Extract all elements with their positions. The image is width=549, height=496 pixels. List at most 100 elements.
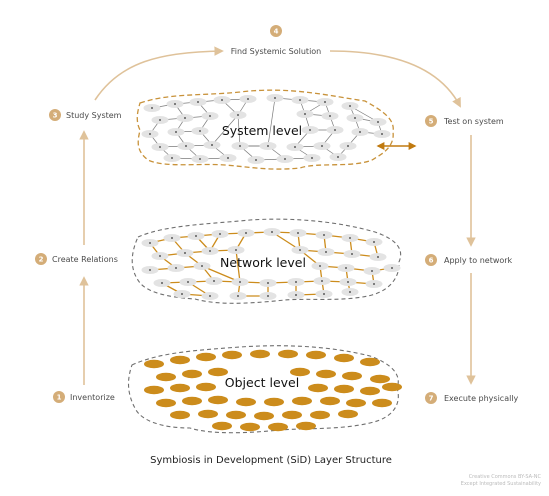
- object-node: [170, 410, 190, 420]
- system-level-label: System level: [222, 123, 302, 138]
- system-node-dot: [247, 98, 249, 100]
- network-node-dot: [195, 235, 197, 237]
- network-level-layer: Network level: [131, 218, 402, 304]
- system-node-dot: [197, 101, 199, 103]
- system-node-dot: [237, 114, 239, 116]
- system-nodes: [141, 94, 391, 164]
- step-number-6: 6: [429, 257, 434, 265]
- step-1: 1 Inventorize: [53, 391, 115, 403]
- step-number-3: 3: [53, 112, 58, 120]
- network-node-dot: [299, 249, 301, 251]
- step-badge-5: [425, 115, 437, 127]
- system-node-dot: [239, 145, 241, 147]
- object-node: [182, 369, 202, 379]
- network-node-dot: [319, 265, 321, 267]
- object-node: [144, 359, 164, 369]
- system-node-dot: [151, 107, 153, 109]
- step-7: 7 Execute physically: [425, 392, 519, 404]
- system-edge: [237, 114, 241, 147]
- system-node-dot: [221, 99, 223, 101]
- object-node: [342, 371, 362, 381]
- network-nodes: [141, 228, 401, 300]
- step-2: 2 Create Relations: [35, 253, 118, 265]
- network-node-dot: [149, 242, 151, 244]
- object-node: [360, 357, 380, 367]
- object-level-outline: [127, 345, 399, 434]
- object-node: [170, 355, 190, 365]
- network-node-dot: [377, 256, 379, 258]
- step-badge-3: [49, 109, 61, 121]
- object-node: [222, 350, 242, 360]
- system-node-dot: [294, 146, 296, 148]
- step-6: 6 Apply to network: [425, 254, 513, 266]
- object-node: [310, 410, 330, 420]
- network-node-dot: [373, 241, 375, 243]
- system-edge: [211, 114, 239, 146]
- step-badge-2: [35, 253, 47, 265]
- network-node-dot: [323, 234, 325, 236]
- step-label-inventorize: Inventorize: [70, 393, 115, 402]
- network-node-dot: [213, 280, 215, 282]
- network-node-dot: [171, 237, 173, 239]
- network-level-outline: [131, 218, 402, 304]
- network-node-dot: [187, 281, 189, 283]
- network-node-dot: [391, 267, 393, 269]
- system-node-dot: [321, 145, 323, 147]
- system-node-dot: [175, 131, 177, 133]
- system-node-dot: [329, 115, 331, 117]
- system-node-dot: [299, 99, 301, 101]
- object-node: [372, 398, 392, 408]
- network-node-dot: [371, 270, 373, 272]
- system-node-dot: [199, 130, 201, 132]
- flow-arrows: [79, 46, 476, 385]
- system-node-dot: [304, 113, 306, 115]
- network-node-dot: [267, 282, 269, 284]
- object-node: [334, 384, 354, 394]
- step-4: 4 Find Systemic Solution: [231, 25, 321, 56]
- object-node: [250, 349, 270, 359]
- step-label-study-system: Study System: [66, 111, 122, 120]
- network-node-dot: [219, 233, 221, 235]
- object-node: [182, 396, 202, 406]
- arrow-find-to-test: [329, 50, 461, 108]
- system-node-dot: [209, 115, 211, 117]
- network-node-dot: [373, 283, 375, 285]
- license-credit-line-1: Creative Commons BY-SA-NC: [469, 474, 542, 480]
- object-node: [382, 382, 402, 392]
- network-node-dot: [325, 251, 327, 253]
- object-node: [360, 386, 380, 396]
- arrow-study-to-find: [94, 46, 224, 101]
- object-node: [212, 421, 232, 431]
- step-badge-7: [425, 392, 437, 404]
- system-node-dot: [267, 145, 269, 147]
- network-node-dot: [149, 269, 151, 271]
- network-node-dot: [347, 281, 349, 283]
- step-label-create-relations: Create Relations: [52, 255, 118, 264]
- step-label-test-on-system: Test on system: [443, 117, 504, 126]
- system-level-layer: System level: [136, 89, 394, 170]
- step-label-execute-physically: Execute physically: [444, 394, 519, 403]
- system-node-dot: [337, 156, 339, 158]
- network-node-dot: [321, 280, 323, 282]
- step-3: 3 Study System: [49, 109, 122, 121]
- step-5: 5 Test on system: [425, 115, 504, 127]
- network-node-dot: [351, 253, 353, 255]
- step-number-7: 7: [429, 395, 434, 403]
- license-credit-line-2: Except Integrated Sustainability: [461, 481, 541, 487]
- object-level-label: Object level: [225, 375, 299, 390]
- object-node: [346, 398, 366, 408]
- network-node-dot: [267, 295, 269, 297]
- diagram-caption: Symbiosis in Development (SiD) Layer Str…: [150, 455, 392, 466]
- object-nodes: [144, 349, 402, 432]
- object-node: [144, 385, 164, 395]
- object-node: [278, 349, 298, 359]
- system-node-dot: [149, 133, 151, 135]
- object-node: [208, 395, 228, 405]
- system-node-dot: [199, 158, 201, 160]
- object-node: [196, 382, 216, 392]
- network-node-dot: [349, 237, 351, 239]
- network-node-dot: [349, 291, 351, 293]
- network-node-dot: [245, 232, 247, 234]
- network-node-dot: [209, 250, 211, 252]
- system-level-outline: [136, 89, 394, 170]
